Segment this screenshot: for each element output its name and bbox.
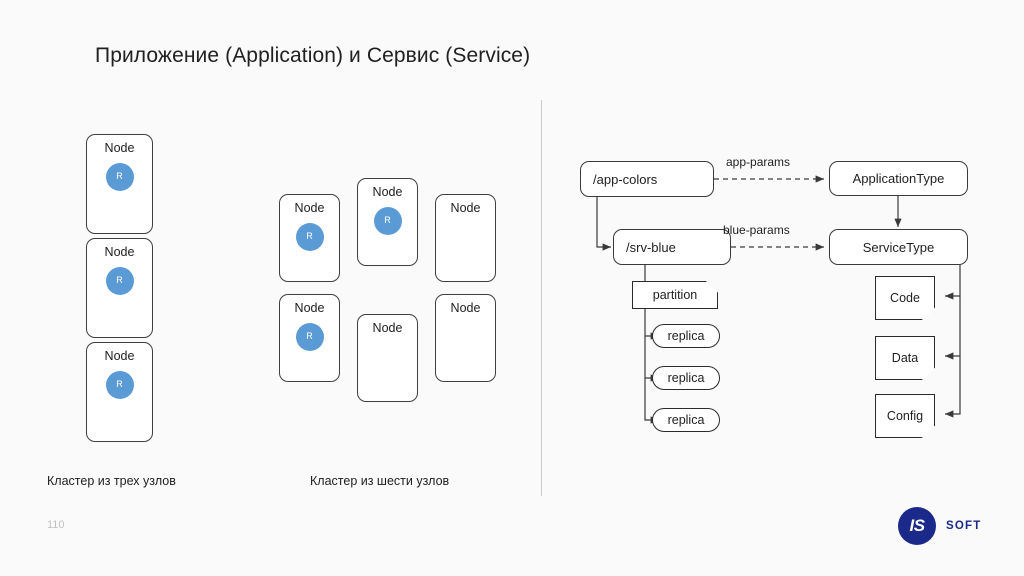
graph-node-partition[interactable]: partition: [632, 281, 718, 309]
graph-node-label: ServiceType: [862, 239, 935, 255]
graph-node-label: replica: [667, 371, 705, 385]
cluster6-caption: Кластер из шести узлов: [310, 474, 450, 488]
graph-node-config[interactable]: Config: [875, 394, 935, 438]
graph-node-data[interactable]: Data: [875, 336, 935, 380]
cluster3-node-2: Node R: [86, 238, 153, 338]
edge-label-app-params: app-params: [726, 155, 791, 169]
node-label: Node: [372, 185, 403, 199]
node-label: Node: [104, 245, 135, 259]
graph-node-label: /app-colors: [593, 171, 658, 187]
replica-indicator: R: [295, 222, 324, 251]
replica-indicator: R: [295, 322, 324, 351]
cluster6-node-6: Node: [435, 294, 496, 382]
graph-node-label: replica: [667, 329, 705, 343]
node-label: Node: [294, 201, 325, 215]
node-label: Node: [450, 201, 481, 215]
cluster6-node-1: Node R: [279, 194, 340, 282]
cluster6-node-5: Node: [357, 314, 418, 402]
graph-node-application-type[interactable]: ApplicationType: [829, 161, 968, 196]
node-label: Node: [104, 349, 135, 363]
node-label: Node: [450, 301, 481, 315]
graph-node-srv-blue[interactable]: /srv-blue: [613, 229, 731, 265]
graph-node-replica-3[interactable]: replica: [652, 408, 720, 432]
replica-indicator: R: [105, 266, 134, 295]
cluster3-node-1: Node R: [86, 134, 153, 234]
cluster3-caption: Кластер из трех узлов: [47, 474, 176, 488]
replica-indicator: R: [105, 162, 134, 191]
page-title: Приложение (Application) и Сервис (Servi…: [95, 44, 531, 67]
graph-node-replica-2[interactable]: replica: [652, 366, 720, 390]
page-number: 110: [47, 519, 65, 531]
edge-app-colors-to-srv-blue: [596, 197, 611, 251]
node-label: Node: [104, 141, 135, 155]
graph-node-app-colors[interactable]: /app-colors: [580, 161, 714, 197]
cluster6-node-3: Node: [435, 194, 496, 282]
replica-indicator: R: [373, 206, 402, 235]
issoft-logo: IS SOFT: [898, 507, 1008, 547]
vertical-divider: [541, 100, 542, 496]
graph-node-label: replica: [667, 413, 705, 427]
cluster6-node-4: Node R: [279, 294, 340, 382]
graph-node-service-type[interactable]: ServiceType: [829, 229, 968, 265]
replica-indicator: R: [105, 370, 134, 399]
edge-label-blue-params: blue-params: [723, 223, 790, 237]
logo-mark-text: IS: [909, 516, 925, 535]
logo-mark-icon: IS: [898, 507, 936, 545]
cluster3-node-3: Node R: [86, 342, 153, 442]
node-label: Node: [294, 301, 325, 315]
graph-node-code[interactable]: Code: [875, 276, 935, 320]
graph-node-label: Data: [891, 351, 919, 365]
graph-node-label: ApplicationType: [852, 171, 945, 186]
graph-node-label: /srv-blue: [626, 239, 676, 255]
edge-service-type-to-config: [945, 356, 961, 418]
edge-service-type-to-code: [945, 265, 961, 300]
edge-service-type-to-data: [945, 296, 961, 360]
graph-node-label: Config: [886, 409, 924, 423]
logo-word: SOFT: [946, 520, 982, 532]
node-label: Node: [372, 321, 403, 335]
cluster6-node-2: Node R: [357, 178, 418, 266]
graph-node-label: Code: [890, 291, 920, 305]
graph-node-label: partition: [652, 288, 698, 302]
graph-node-replica-1[interactable]: replica: [652, 324, 720, 348]
